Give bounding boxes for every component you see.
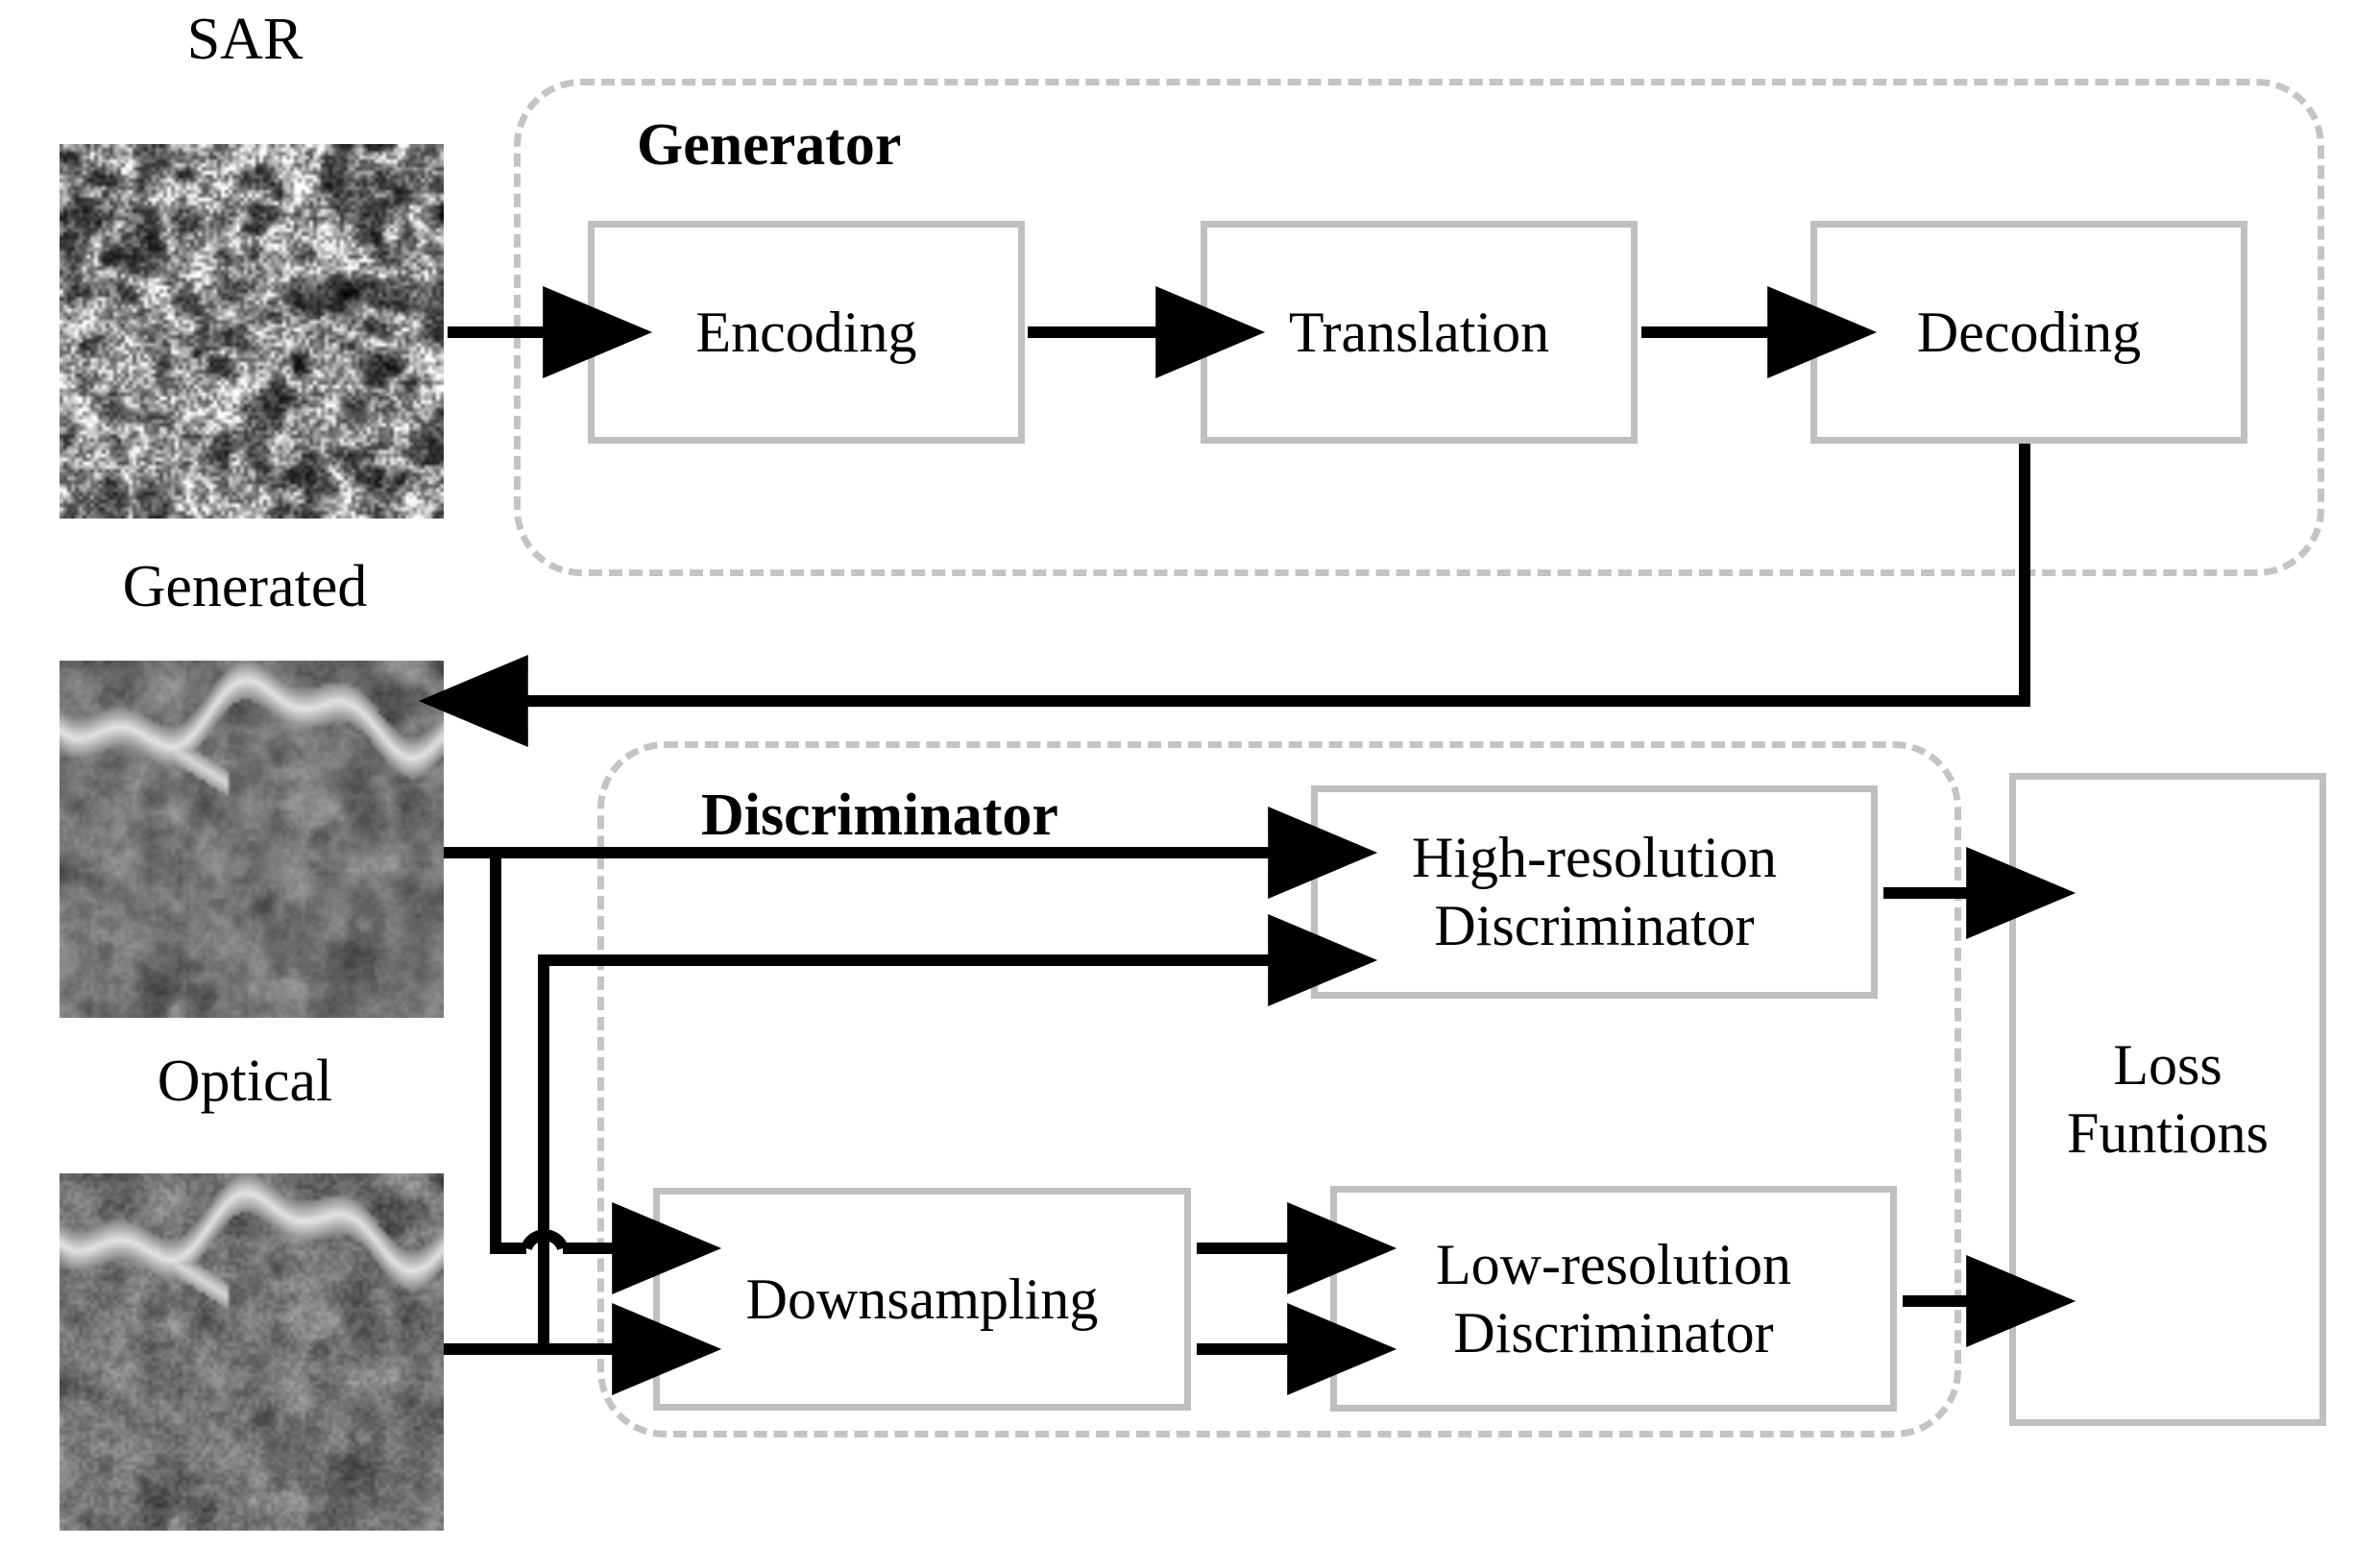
thumbnail-optical-image [60,1173,444,1531]
group-title-generator: Generator [637,112,902,178]
node-loss-label-line1: Loss [2113,1033,2222,1098]
node-loss-label-line2: Funtions [2066,1101,2270,1165]
node-decoding[interactable]: Decoding [1810,221,2247,444]
node-loss-functions[interactable]: Loss Funtions [2009,773,2326,1426]
node-lr-disc-label-line2: Discriminator [1453,1300,1774,1364]
node-decoding-label: Decoding [1916,300,2142,364]
node-lr-disc-label-line1: Low-resolution [1436,1232,1791,1296]
group-title-discriminator: Discriminator [701,783,1058,848]
node-hr-disc-label-line1: High-resolution [1412,826,1777,890]
node-translation-label: Translation [1288,300,1550,364]
thumbnail-generated-image [60,661,444,1018]
wire-generated-to-downsampling [490,853,526,1254]
thumbnail-sar-image [60,144,444,519]
node-hr-disc-label-line2: Discriminator [1434,894,1755,957]
node-high-resolution-discriminator[interactable]: High-resolution Discriminator [1311,785,1878,999]
wire-hop-crossover-icon [521,1229,569,1251]
node-low-resolution-discriminator[interactable]: Low-resolution Discriminator [1330,1186,1897,1412]
node-encoding[interactable]: Encoding [588,221,1025,444]
caption-optical: Optical [157,1049,333,1114]
caption-sar: SAR [186,7,304,72]
node-encoding-label: Encoding [695,300,917,364]
node-downsampling[interactable]: Downsampling [653,1188,1191,1411]
caption-generated: Generated [122,554,368,619]
node-downsampling-label: Downsampling [745,1267,1099,1331]
node-translation[interactable]: Translation [1201,221,1638,444]
